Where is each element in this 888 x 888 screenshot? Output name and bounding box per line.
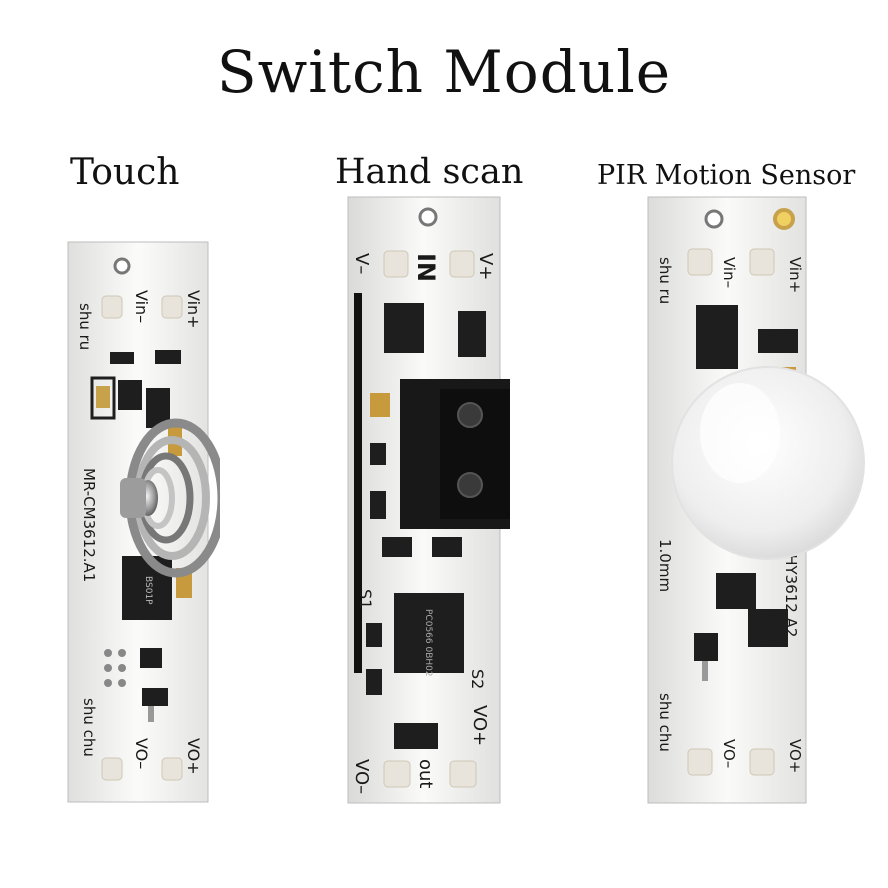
silk-size: 1.0mm [656, 539, 674, 592]
silk-vo-minus: VO– [351, 759, 372, 794]
solder-pad [101, 295, 183, 781]
module-label-touch: Touch [70, 152, 180, 193]
silk-vo-plus: VO+ [469, 705, 490, 746]
silk-out: out [415, 759, 436, 788]
silk-vo-plus: VO+ [184, 738, 203, 775]
silk-vo-minus: VO– [132, 738, 151, 769]
page-title: Switch Module [216, 38, 672, 106]
chip [394, 593, 464, 673]
pir-dome-icon [671, 366, 865, 560]
silk-v-minus: V– [351, 253, 372, 274]
chip-marking: PC0566 0BH02 [423, 609, 433, 677]
silk-vin-minus: Vin– [720, 257, 738, 288]
hand-scan-module-board: V– IN V+ S1 PC0566 0BH02 S2 VO+ VO– out [347, 196, 510, 804]
silk-vin-minus: Vin– [132, 290, 151, 323]
ir-sensor-icon [400, 379, 510, 529]
silk-shu-chu: shu chu [80, 698, 98, 757]
module-label-pir: PIR Motion Sensor [597, 160, 856, 191]
touch-module-board: shu ru Vin– Vin+ MR-CM3612.A1 BS01P shu … [67, 241, 220, 803]
silk-shu-chu: shu chu [656, 693, 674, 752]
silk-vin-plus: Vin+ [184, 290, 203, 329]
chip-marking: BS01P [143, 576, 153, 605]
silk-model: MR-CM3612.A1 [80, 468, 98, 582]
silk-s2: S2 [468, 669, 487, 689]
silk-s1: S1 [356, 589, 375, 609]
silk-shu-ru: shu ru [656, 257, 674, 304]
pir-module-board: shu ru Vin– Vin+ 1.0mm R-HY3612.A2 shu c… [647, 196, 865, 804]
silk-shu-ru: shu ru [76, 303, 94, 350]
silk-v-plus: V+ [475, 253, 496, 280]
module-label-hand-scan: Hand scan [335, 152, 524, 192]
spring-contact-icon [120, 418, 220, 578]
silk-in: IN [412, 253, 440, 282]
silk-vo-plus: VO+ [786, 739, 804, 773]
silk-vin-plus: Vin+ [786, 257, 804, 293]
silk-vo-minus: VO– [720, 739, 738, 768]
